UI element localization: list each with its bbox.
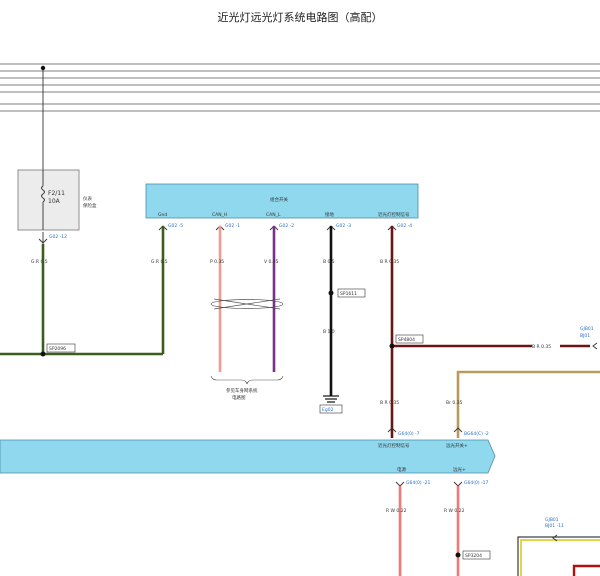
conn-1: G02 -5 [168, 223, 183, 229]
splice-dot-1611 [328, 290, 334, 296]
wire-label-1: G R 0.5 [151, 259, 168, 265]
bottom-conn-4: G64(0) -17 [464, 480, 489, 486]
wire-label-rw-2: R W 0.22 [444, 508, 465, 514]
bottom-func-3: 电源 [397, 466, 406, 473]
can-note-2: 电路图 [232, 394, 246, 401]
fuse-pin: G02 -12 G R 0.5 [31, 232, 67, 265]
fuse-location-2: 保险盒 [83, 202, 97, 209]
wire-label-br-1: B R 0.35 [380, 400, 399, 406]
pin-func-1: Gnd [158, 212, 167, 218]
diagram-title: 近光灯远光灯系统电路图（高配） [217, 11, 383, 24]
wire-label-4: B 0.5 [323, 259, 335, 265]
splice-4804-box [395, 334, 424, 344]
bottom-conn-1: G64(0) -7 [398, 431, 420, 437]
splice-sp2096: SP2096 [49, 346, 66, 352]
right-wire-label: B R 0.35 [532, 344, 551, 350]
splice-3204-box [462, 550, 491, 560]
fuse-wire-label: G R 0.5 [31, 259, 48, 265]
bottom-conn-2: BG64(C) -2 [464, 431, 489, 437]
right-connector-1: GJB01 [580, 326, 594, 332]
splice-sp3204: SP3204 [465, 553, 482, 559]
wire-tan [456, 370, 600, 438]
bottom-module: G64(0) -7 BG64(C) -2 近光灯控制信号 远光开关+ 电源 远光… [0, 427, 496, 487]
fuse-pin-label: G02 -12 [49, 234, 67, 240]
splice-dot-4804 [389, 343, 395, 349]
ground-icon [323, 395, 339, 403]
splice-dot [40, 351, 46, 357]
pin-func-5: 近光灯控制信号 [378, 211, 410, 218]
ground-label-box [319, 404, 343, 414]
ground-label: Eg02 [322, 407, 334, 413]
wire-label-3: V 0.35 [264, 259, 279, 265]
ignition-module: 组合开关 Gnd CAN_H CAN_L 接地 近光灯控制信号 [145, 183, 419, 219]
bus-junction-dot [40, 65, 46, 71]
twisted-pair-icon [210, 298, 284, 310]
wire-label-5: B R 0.35 [380, 259, 399, 265]
can-brace [210, 375, 284, 385]
fuse-id: F2/11 [48, 190, 65, 197]
bottom-func-2: 远光开关+ [446, 442, 468, 449]
splice-sp1611: SP1611 [340, 291, 357, 297]
bottom-right-connector-2: BJ01 -11 [545, 523, 564, 529]
bottom-func-1: 近光灯控制信号 [378, 442, 410, 449]
right-connector-2: BJ01 [580, 333, 590, 339]
fuse-location-1: 仪表 [83, 195, 92, 202]
fuse-rating: 10A [48, 198, 61, 205]
pin-func-3: CAN_L [266, 212, 281, 218]
conn-5: G02 -4 [397, 223, 412, 229]
bottom-right-connector-1: GJB01 [545, 517, 559, 523]
conn-4: G02 -3 [336, 223, 351, 229]
splice-sp4804: SP4804 [398, 337, 415, 343]
wire-label-2: P 0.35 [210, 259, 224, 265]
pin-func-4: 接地 [325, 211, 334, 218]
can-note-1: 参见车身网系统 [226, 387, 258, 394]
fuse-box: F2/11 10A 仪表 保险盒 [17, 169, 97, 231]
power-bus [0, 63, 600, 112]
fuse-icon [41, 185, 45, 203]
splice-dot-3204 [455, 552, 461, 558]
splice-1611-box [337, 288, 366, 298]
pin-func-2: CAN_H [212, 212, 227, 218]
wire-b-1-0: B 1.0 [323, 329, 335, 335]
bottom-conn-3: G64(0) -21 [406, 480, 431, 486]
right-connector-icon [592, 342, 598, 350]
wire-label-rw-1: R W 0.22 [386, 508, 407, 514]
bottom-func-4: 远光+ [453, 466, 466, 473]
bottom-right-component: GJB01 BJ01 -11 [517, 517, 600, 576]
splice-label-box [46, 343, 76, 353]
conn-2: G02 -1 [225, 223, 240, 229]
wire-label-br-2: Br 0.35 [446, 400, 463, 406]
module-connectors: G02 -5 G02 -1 G02 -2 G02 -3 G02 -4 [158, 223, 412, 231]
module-label: 组合开关 [270, 196, 288, 203]
conn-3: G02 -2 [279, 223, 294, 229]
